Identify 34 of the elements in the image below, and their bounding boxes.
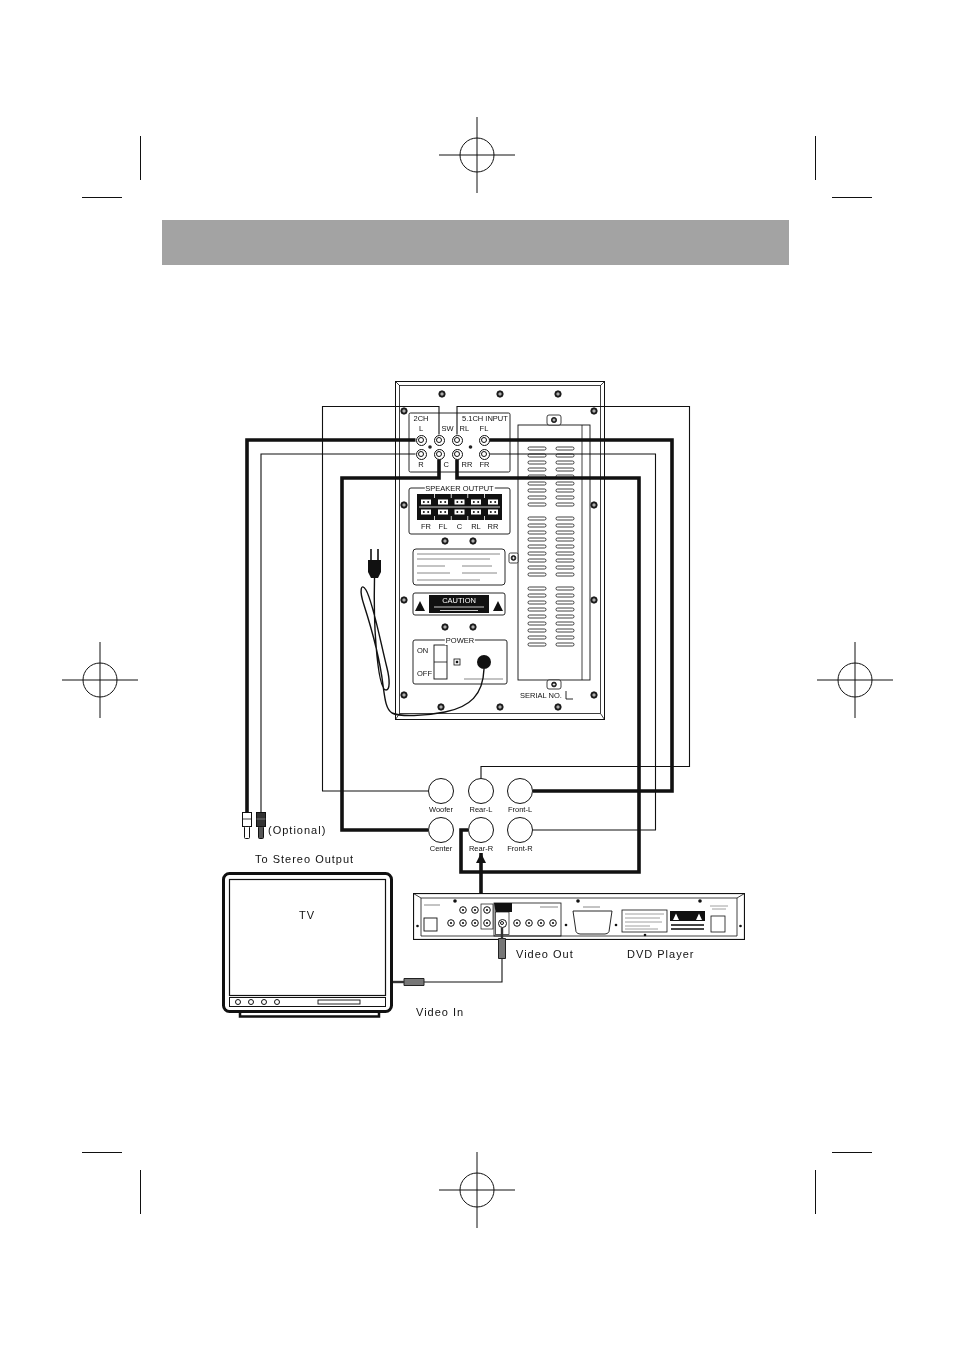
note-text: (Optional) <box>268 824 327 836</box>
output-jack <box>507 817 533 853</box>
output-jack <box>468 817 494 853</box>
rca-jack <box>433 448 445 460</box>
rca-plug <box>256 812 266 840</box>
rca-jack <box>451 448 463 460</box>
cable-line <box>392 926 506 986</box>
output-jack <box>507 778 533 814</box>
device-label: TV <box>298 909 316 921</box>
rca-jack <box>478 434 490 446</box>
connection-label: To Stereo Output <box>255 853 355 865</box>
device-label: DVD Player <box>627 948 695 960</box>
rca-jack <box>415 434 427 446</box>
rca-jack <box>415 448 427 460</box>
cable-line <box>321 405 440 792</box>
port-label: Video Out <box>516 948 574 960</box>
output-jack <box>428 817 454 853</box>
cable-line <box>489 438 674 793</box>
dvd-player-rear-panel <box>413 893 745 940</box>
cable-line <box>488 453 657 831</box>
rca-jack <box>478 448 490 460</box>
tv-set <box>222 872 393 1018</box>
subwoofer-rear-panel <box>395 381 605 720</box>
video-output-jack <box>497 918 507 928</box>
output-jack <box>468 778 494 814</box>
arrow <box>476 853 486 893</box>
connection-label: Video In <box>416 1006 465 1018</box>
cable-line <box>456 405 691 779</box>
rca-jack <box>451 434 463 446</box>
rca-jack <box>433 434 445 446</box>
output-jack <box>428 778 454 814</box>
rca-plug <box>242 812 252 840</box>
cable-line <box>340 459 441 832</box>
cable-line <box>455 459 641 874</box>
